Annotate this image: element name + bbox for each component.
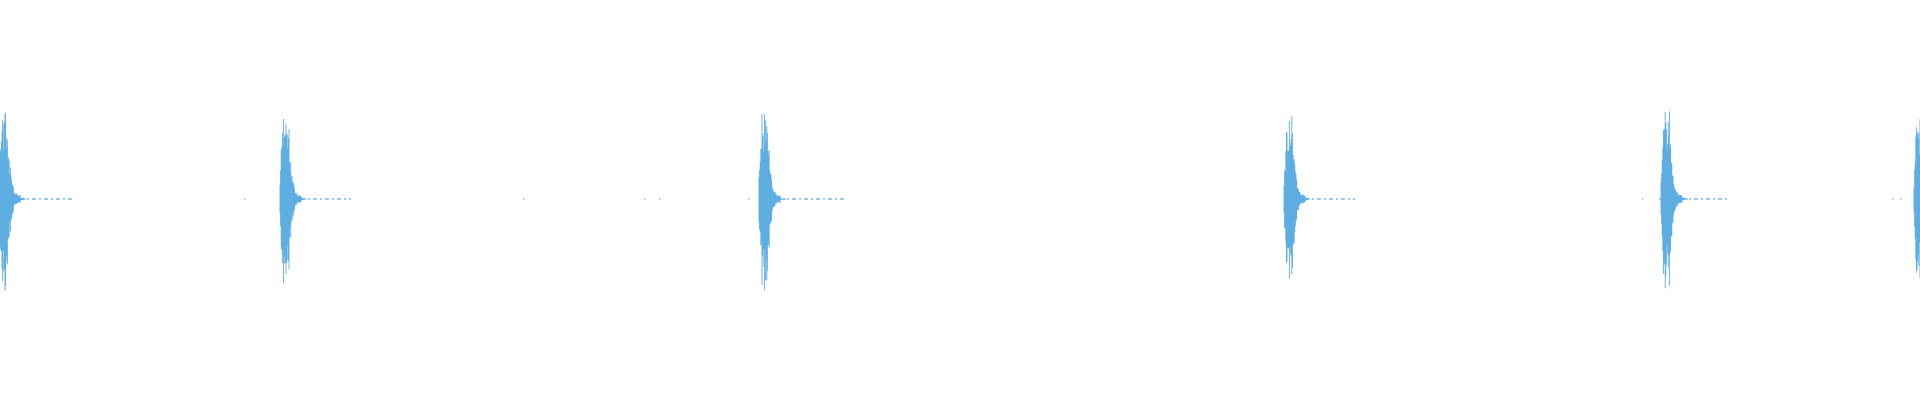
waveform-dot bbox=[748, 198, 750, 200]
waveform-burst bbox=[1283, 116, 1355, 279]
waveform-dot bbox=[659, 198, 661, 200]
waveform-burst bbox=[1913, 119, 1920, 279]
waveform-dot bbox=[1900, 198, 1902, 200]
waveform-burst bbox=[758, 113, 844, 290]
waveform-dot bbox=[644, 198, 646, 200]
waveform-burst bbox=[0, 112, 74, 292]
waveform-bursts bbox=[0, 111, 1920, 292]
waveform-dot bbox=[1659, 198, 1661, 200]
waveform-burst bbox=[279, 118, 351, 284]
waveform-burst bbox=[1660, 111, 1727, 289]
waveform-dot bbox=[1892, 198, 1894, 200]
waveform-dot bbox=[523, 198, 525, 200]
waveform-baseline bbox=[244, 198, 1902, 200]
waveform-dot bbox=[244, 198, 246, 200]
waveform-dot bbox=[1642, 198, 1644, 200]
